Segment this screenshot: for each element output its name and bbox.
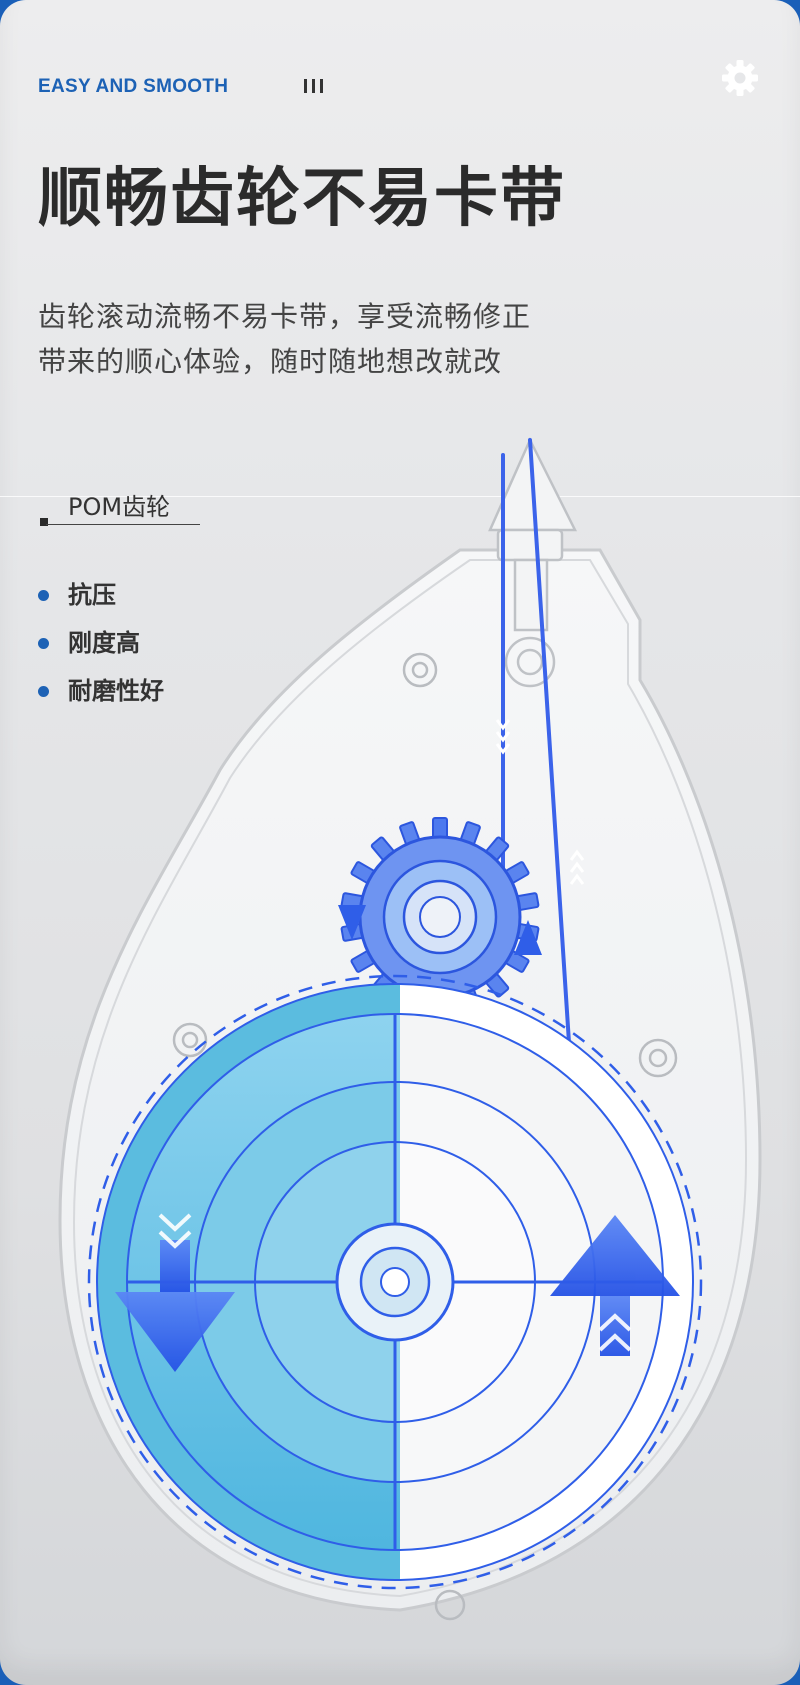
section-square-marker (40, 518, 48, 526)
feature-item: 刚度高 (38, 624, 164, 672)
tagline: EASY AND SMOOTH (38, 76, 229, 97)
page-description: 齿轮滚动流畅不易卡带，享受流畅修正 带来的顺心体验，随时随地想改就改 (38, 294, 638, 385)
large-gear (87, 974, 703, 1590)
feature-item: 抗压 (38, 576, 164, 624)
feature-item: 耐磨性好 (38, 672, 164, 720)
gear-icon (722, 60, 758, 96)
feature-label: 刚度高 (68, 629, 140, 657)
divider (0, 496, 800, 497)
bullet-dot-icon (38, 638, 49, 649)
feature-label: 抗压 (68, 581, 116, 609)
feature-label: 耐磨性好 (68, 677, 164, 705)
section-underline (46, 524, 200, 525)
bullet-dot-icon (38, 590, 49, 601)
settings-button[interactable] (720, 58, 760, 98)
feature-list: 抗压 刚度高 耐磨性好 (38, 576, 164, 720)
bullet-dot-icon (38, 686, 49, 697)
description-line-2: 带来的顺心体验，随时随地想改就改 (38, 345, 503, 379)
page-title: 顺畅齿轮不易卡带 (38, 162, 566, 236)
gear-mechanism-illustration (58, 437, 762, 1621)
description-line-1: 齿轮滚动流畅不易卡带，享受流畅修正 (38, 300, 532, 333)
material-title: POM齿轮 (68, 493, 171, 521)
tick-marks-decoration (304, 79, 328, 93)
